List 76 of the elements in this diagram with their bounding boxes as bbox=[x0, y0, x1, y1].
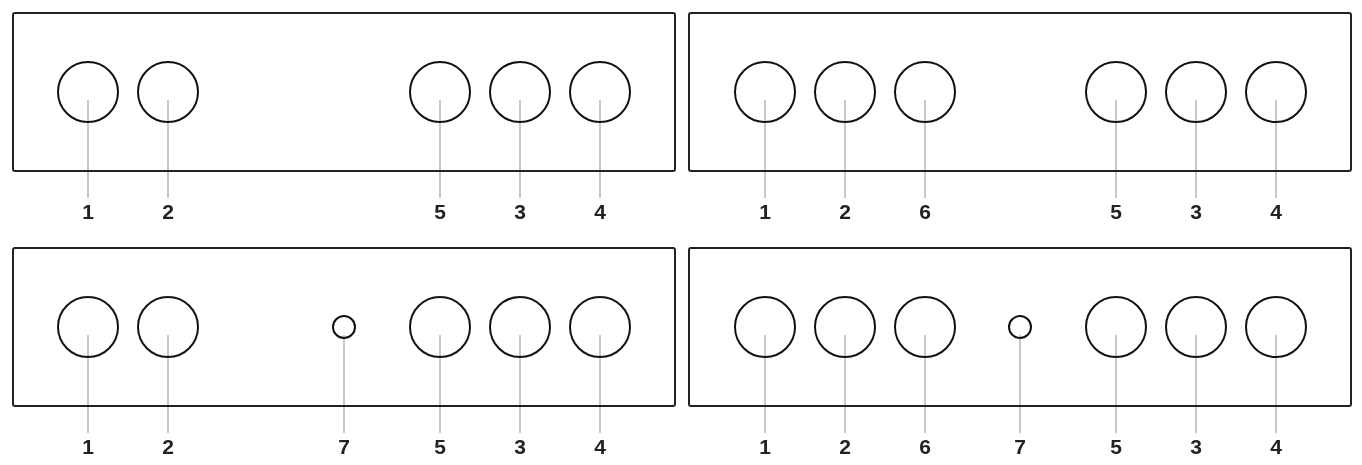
small-circle bbox=[332, 315, 356, 339]
callout-number: 5 bbox=[425, 200, 455, 224]
circle-outline bbox=[57, 61, 119, 123]
circle-outline bbox=[1085, 61, 1147, 123]
circle-outline bbox=[734, 61, 796, 123]
callout-number: 4 bbox=[1261, 200, 1291, 224]
leader-line bbox=[924, 99, 926, 199]
small-circle bbox=[1008, 315, 1032, 339]
leader-line bbox=[343, 334, 345, 434]
leader-line bbox=[1115, 334, 1117, 434]
leader-line bbox=[439, 334, 441, 434]
leader-line bbox=[87, 334, 89, 434]
circle-outline bbox=[57, 296, 119, 358]
leader-line bbox=[599, 99, 601, 199]
panel-outline bbox=[688, 247, 1352, 407]
panel-outline bbox=[12, 12, 676, 172]
callout-number: 1 bbox=[73, 435, 103, 459]
panel-outline bbox=[688, 12, 1352, 172]
callout-number: 5 bbox=[1101, 200, 1131, 224]
callout-number: 6 bbox=[910, 200, 940, 224]
circle-outline bbox=[814, 61, 876, 123]
callout-number: 3 bbox=[1181, 435, 1211, 459]
callout-number: 1 bbox=[750, 435, 780, 459]
leader-line bbox=[167, 334, 169, 434]
callout-number: 2 bbox=[153, 435, 183, 459]
circle-outline bbox=[894, 296, 956, 358]
leader-line bbox=[1019, 334, 1021, 434]
leader-line bbox=[764, 99, 766, 199]
callout-number: 3 bbox=[1181, 200, 1211, 224]
circle-outline bbox=[1245, 296, 1307, 358]
leader-line bbox=[87, 99, 89, 199]
callout-number: 5 bbox=[1101, 435, 1131, 459]
leader-line bbox=[1195, 99, 1197, 199]
circle-outline bbox=[1165, 61, 1227, 123]
leader-line bbox=[764, 334, 766, 434]
callout-number: 1 bbox=[750, 200, 780, 224]
callout-number: 6 bbox=[910, 435, 940, 459]
callout-number: 4 bbox=[1261, 435, 1291, 459]
leader-line bbox=[844, 99, 846, 199]
callout-number: 2 bbox=[830, 435, 860, 459]
callout-number: 7 bbox=[329, 435, 359, 459]
leader-line bbox=[1275, 334, 1277, 434]
circle-outline bbox=[137, 296, 199, 358]
circle-outline bbox=[569, 61, 631, 123]
leader-line bbox=[599, 334, 601, 434]
leader-line bbox=[844, 334, 846, 434]
callout-number: 2 bbox=[830, 200, 860, 224]
circle-outline bbox=[409, 61, 471, 123]
callout-number: 7 bbox=[1005, 435, 1035, 459]
circle-outline bbox=[1245, 61, 1307, 123]
circle-outline bbox=[1165, 296, 1227, 358]
callout-number: 3 bbox=[505, 435, 535, 459]
leader-line bbox=[1195, 334, 1197, 434]
circle-outline bbox=[734, 296, 796, 358]
leader-line bbox=[1115, 99, 1117, 199]
circle-outline bbox=[1085, 296, 1147, 358]
callout-number: 1 bbox=[73, 200, 103, 224]
leader-line bbox=[519, 334, 521, 434]
leader-line bbox=[1275, 99, 1277, 199]
callout-number: 3 bbox=[505, 200, 535, 224]
leader-line bbox=[439, 99, 441, 199]
callout-number: 4 bbox=[585, 435, 615, 459]
circle-outline bbox=[894, 61, 956, 123]
leader-line bbox=[167, 99, 169, 199]
leader-line bbox=[519, 99, 521, 199]
callout-number: 2 bbox=[153, 200, 183, 224]
leader-line bbox=[924, 334, 926, 434]
panel-outline bbox=[12, 247, 676, 407]
circle-outline bbox=[409, 296, 471, 358]
circle-outline bbox=[569, 296, 631, 358]
circle-outline bbox=[814, 296, 876, 358]
circle-outline bbox=[489, 296, 551, 358]
callout-number: 5 bbox=[425, 435, 455, 459]
circle-outline bbox=[137, 61, 199, 123]
callout-number: 4 bbox=[585, 200, 615, 224]
circle-outline bbox=[489, 61, 551, 123]
